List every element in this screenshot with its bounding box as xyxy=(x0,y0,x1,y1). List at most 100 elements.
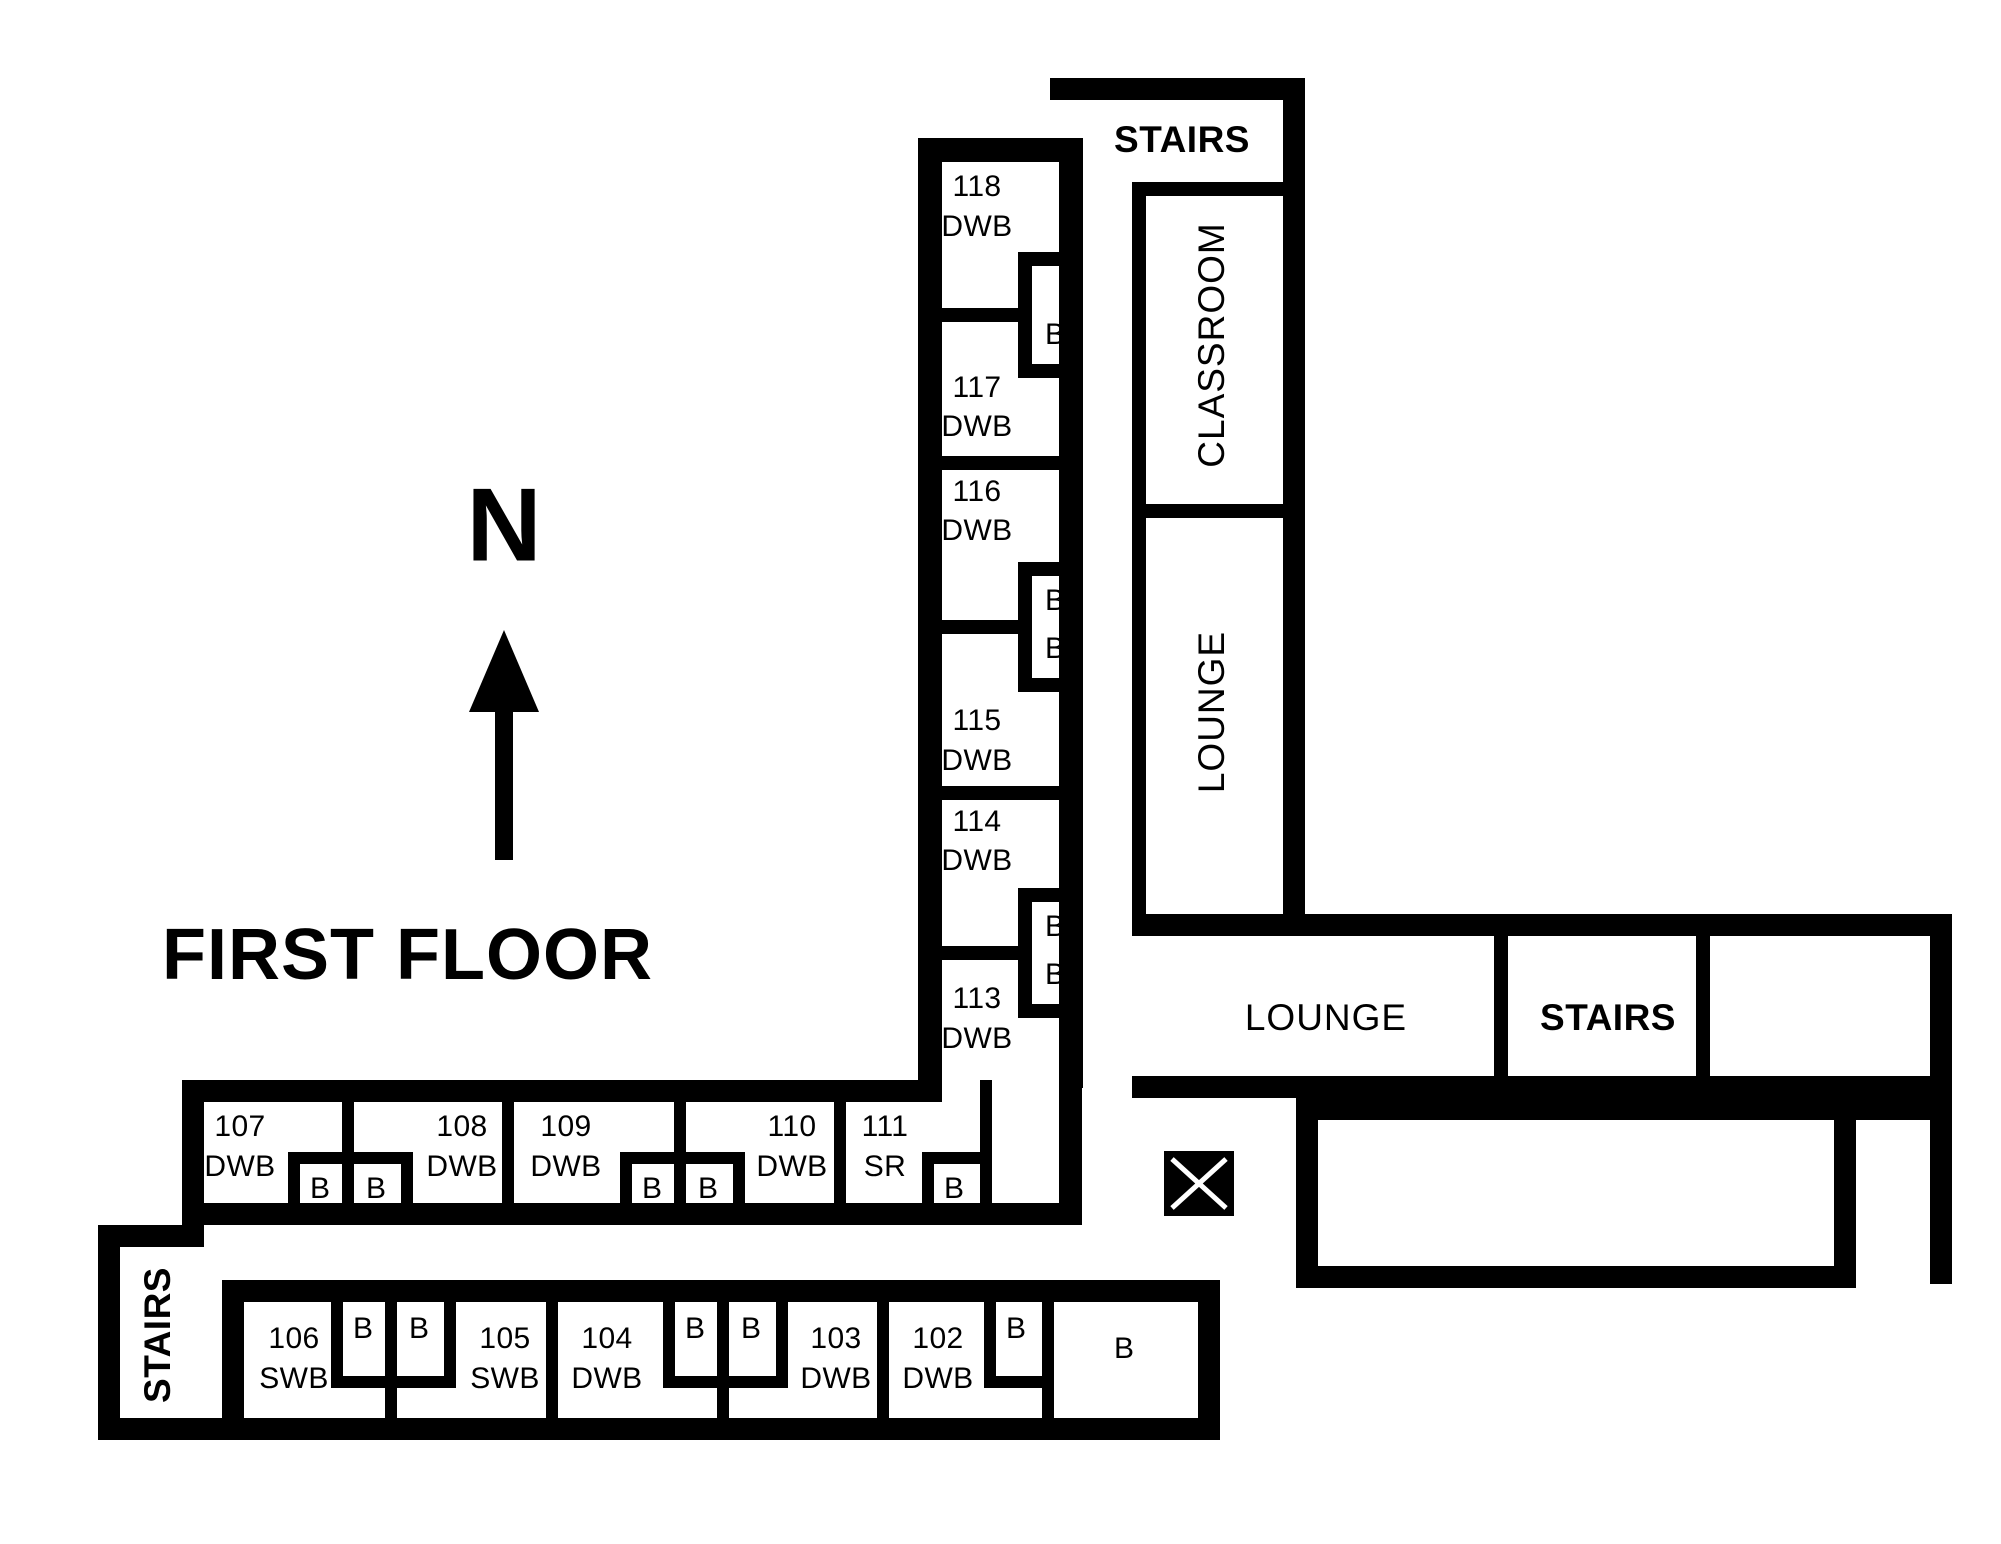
wall-116-115-divider xyxy=(918,620,1028,634)
east-unlabeled-room[interactable] xyxy=(1710,936,1930,1076)
area-stairs-north[interactable]: STAIRS xyxy=(1086,100,1283,160)
room-110-type: DWB xyxy=(756,1150,827,1183)
wall-109-110-divider xyxy=(674,1080,686,1152)
room-116[interactable]: 116 DWB xyxy=(941,475,1012,547)
area-stairs-southwest[interactable]: STAIRS xyxy=(98,1225,1220,1440)
wall-lounge-left xyxy=(1132,504,1146,914)
wall-b1-left xyxy=(288,1152,300,1225)
bath-north-2[interactable]: B xyxy=(1018,562,1083,634)
room-114-type: DWB xyxy=(941,844,1012,877)
bath-bot-5-label: B xyxy=(1006,1312,1026,1345)
bath-mid-5-label: B xyxy=(944,1172,964,1205)
wall-b5-right xyxy=(980,1152,992,1225)
room-113[interactable]: 113 DWB xyxy=(941,982,1012,1055)
room-107-number: 107 xyxy=(214,1110,265,1143)
wall-bath-118-top xyxy=(1018,252,1083,266)
bath-north-4[interactable]: B xyxy=(1018,888,1083,960)
north-arrow-head xyxy=(469,630,539,712)
area-lounge-vertical[interactable]: LOUNGE xyxy=(1191,631,1232,793)
wall-bb3-mid xyxy=(717,1302,729,1388)
room-111[interactable]: 111 SR xyxy=(862,1110,909,1183)
wall-b5-top xyxy=(922,1152,992,1164)
area-lounge-horizontal[interactable]: LOUNGE xyxy=(1146,936,1506,1076)
wall-sw-bottom xyxy=(98,1418,1220,1440)
bath-bot-1-label: B xyxy=(353,1312,373,1345)
lounge-horizontal-fill xyxy=(1146,936,1506,1076)
room-106[interactable]: 106 SWB xyxy=(259,1322,329,1395)
room-116-number: 116 xyxy=(952,475,1001,508)
wall-mid-left xyxy=(182,1080,204,1225)
room-118-type: DWB xyxy=(941,210,1012,243)
wall-115-114-divider xyxy=(918,786,1083,800)
wall-classroom-left xyxy=(1132,182,1146,504)
room-117[interactable]: 117 DWB xyxy=(941,371,1012,443)
bath-north-4-label: B xyxy=(1045,910,1065,943)
wall-bath-n3-bottom xyxy=(1018,678,1083,692)
bath-north-3[interactable]: B xyxy=(1018,620,1083,692)
wall-east-corridor-left xyxy=(1296,1098,1318,1288)
wall-108-109-divider xyxy=(502,1080,514,1225)
room-114-number: 114 xyxy=(952,805,1001,838)
wall-sw-left xyxy=(98,1225,120,1440)
bath-bot-2-label: B xyxy=(409,1312,429,1345)
stairs-southwest-label: STAIRS xyxy=(137,1267,178,1403)
bath-mid-3-label: B xyxy=(642,1172,662,1205)
north-letter: N xyxy=(466,467,541,583)
room-117-type: DWB xyxy=(941,410,1012,443)
wall-103-102-divider xyxy=(877,1302,889,1418)
room-104[interactable]: 104 DWB xyxy=(571,1322,642,1395)
room-103[interactable]: 103 DWB xyxy=(800,1322,871,1395)
wall-east-step xyxy=(1834,1098,1952,1120)
room-115-number: 115 xyxy=(952,704,1001,737)
middle-row-wing: 107 DWB B B 108 DWB 109 DWB xyxy=(182,1080,1082,1225)
bath-bot-6[interactable]: B xyxy=(1114,1332,1134,1365)
room-114[interactable]: 114 DWB xyxy=(941,805,1012,877)
wall-bb4-right xyxy=(776,1302,788,1388)
wall-b3-left xyxy=(620,1152,632,1225)
room-105-type: SWB xyxy=(470,1362,540,1395)
north-wing: 118 DWB B 117 DWB 116 xyxy=(918,138,1083,1088)
room-109[interactable]: 109 DWB xyxy=(530,1110,601,1183)
room-110[interactable]: 110 DWB xyxy=(756,1110,827,1183)
room-108[interactable]: 108 DWB xyxy=(426,1110,497,1183)
room-115-type: DWB xyxy=(941,744,1012,777)
wall-east-corridor-right xyxy=(1834,1098,1856,1288)
room-115[interactable]: 115 DWB xyxy=(941,704,1012,777)
room-106-type: SWB xyxy=(259,1362,329,1395)
wall-north-wing-top xyxy=(918,138,1083,162)
wall-bot-left xyxy=(222,1280,244,1418)
room-104-type: DWB xyxy=(571,1362,642,1395)
wall-bath-n1-left xyxy=(1018,308,1032,378)
wall-stairs-classroom-divider xyxy=(1132,182,1283,196)
room-108-number: 108 xyxy=(436,1110,487,1143)
area-classroom[interactable]: CLASSROOM xyxy=(1191,222,1232,467)
classroom-label: CLASSROOM xyxy=(1191,222,1232,467)
room-118-number: 118 xyxy=(952,170,1001,203)
bath-mid-2-label: B xyxy=(366,1172,386,1205)
area-stairs-east[interactable]: STAIRS xyxy=(1508,936,1708,1076)
lounge-vertical-label: LOUNGE xyxy=(1191,631,1232,793)
room-107-type: DWB xyxy=(204,1150,275,1183)
wall-north-wing-left xyxy=(918,138,942,1088)
elevator-icon[interactable] xyxy=(1164,1151,1234,1216)
room-117-number: 117 xyxy=(952,371,1001,404)
wall-mid-last-divider xyxy=(980,1080,992,1152)
room-102[interactable]: 102 DWB xyxy=(902,1322,973,1395)
wall-bath-n4-top xyxy=(1018,888,1083,902)
room-105[interactable]: 105 SWB xyxy=(470,1322,540,1395)
room-110-number: 110 xyxy=(767,1110,816,1143)
wall-bath-n1-bottom xyxy=(1018,364,1083,378)
room-118[interactable]: 118 DWB xyxy=(941,162,1059,322)
north-east-block: STAIRS CLASSROOM LOUNGE xyxy=(1050,78,1305,928)
room-107[interactable]: 107 DWB xyxy=(204,1110,275,1183)
bath-north-5[interactable]: B xyxy=(1018,946,1083,1018)
room-118-fill xyxy=(942,162,1059,322)
room-109-number: 109 xyxy=(540,1110,591,1143)
elevator-x-line-2 xyxy=(1170,1157,1228,1210)
wall-105-104-divider xyxy=(546,1302,558,1418)
wall-bath-n3-left xyxy=(1018,620,1032,692)
bath-north-3-label: B xyxy=(1045,632,1065,665)
bath-north-1[interactable]: B xyxy=(1018,308,1083,378)
